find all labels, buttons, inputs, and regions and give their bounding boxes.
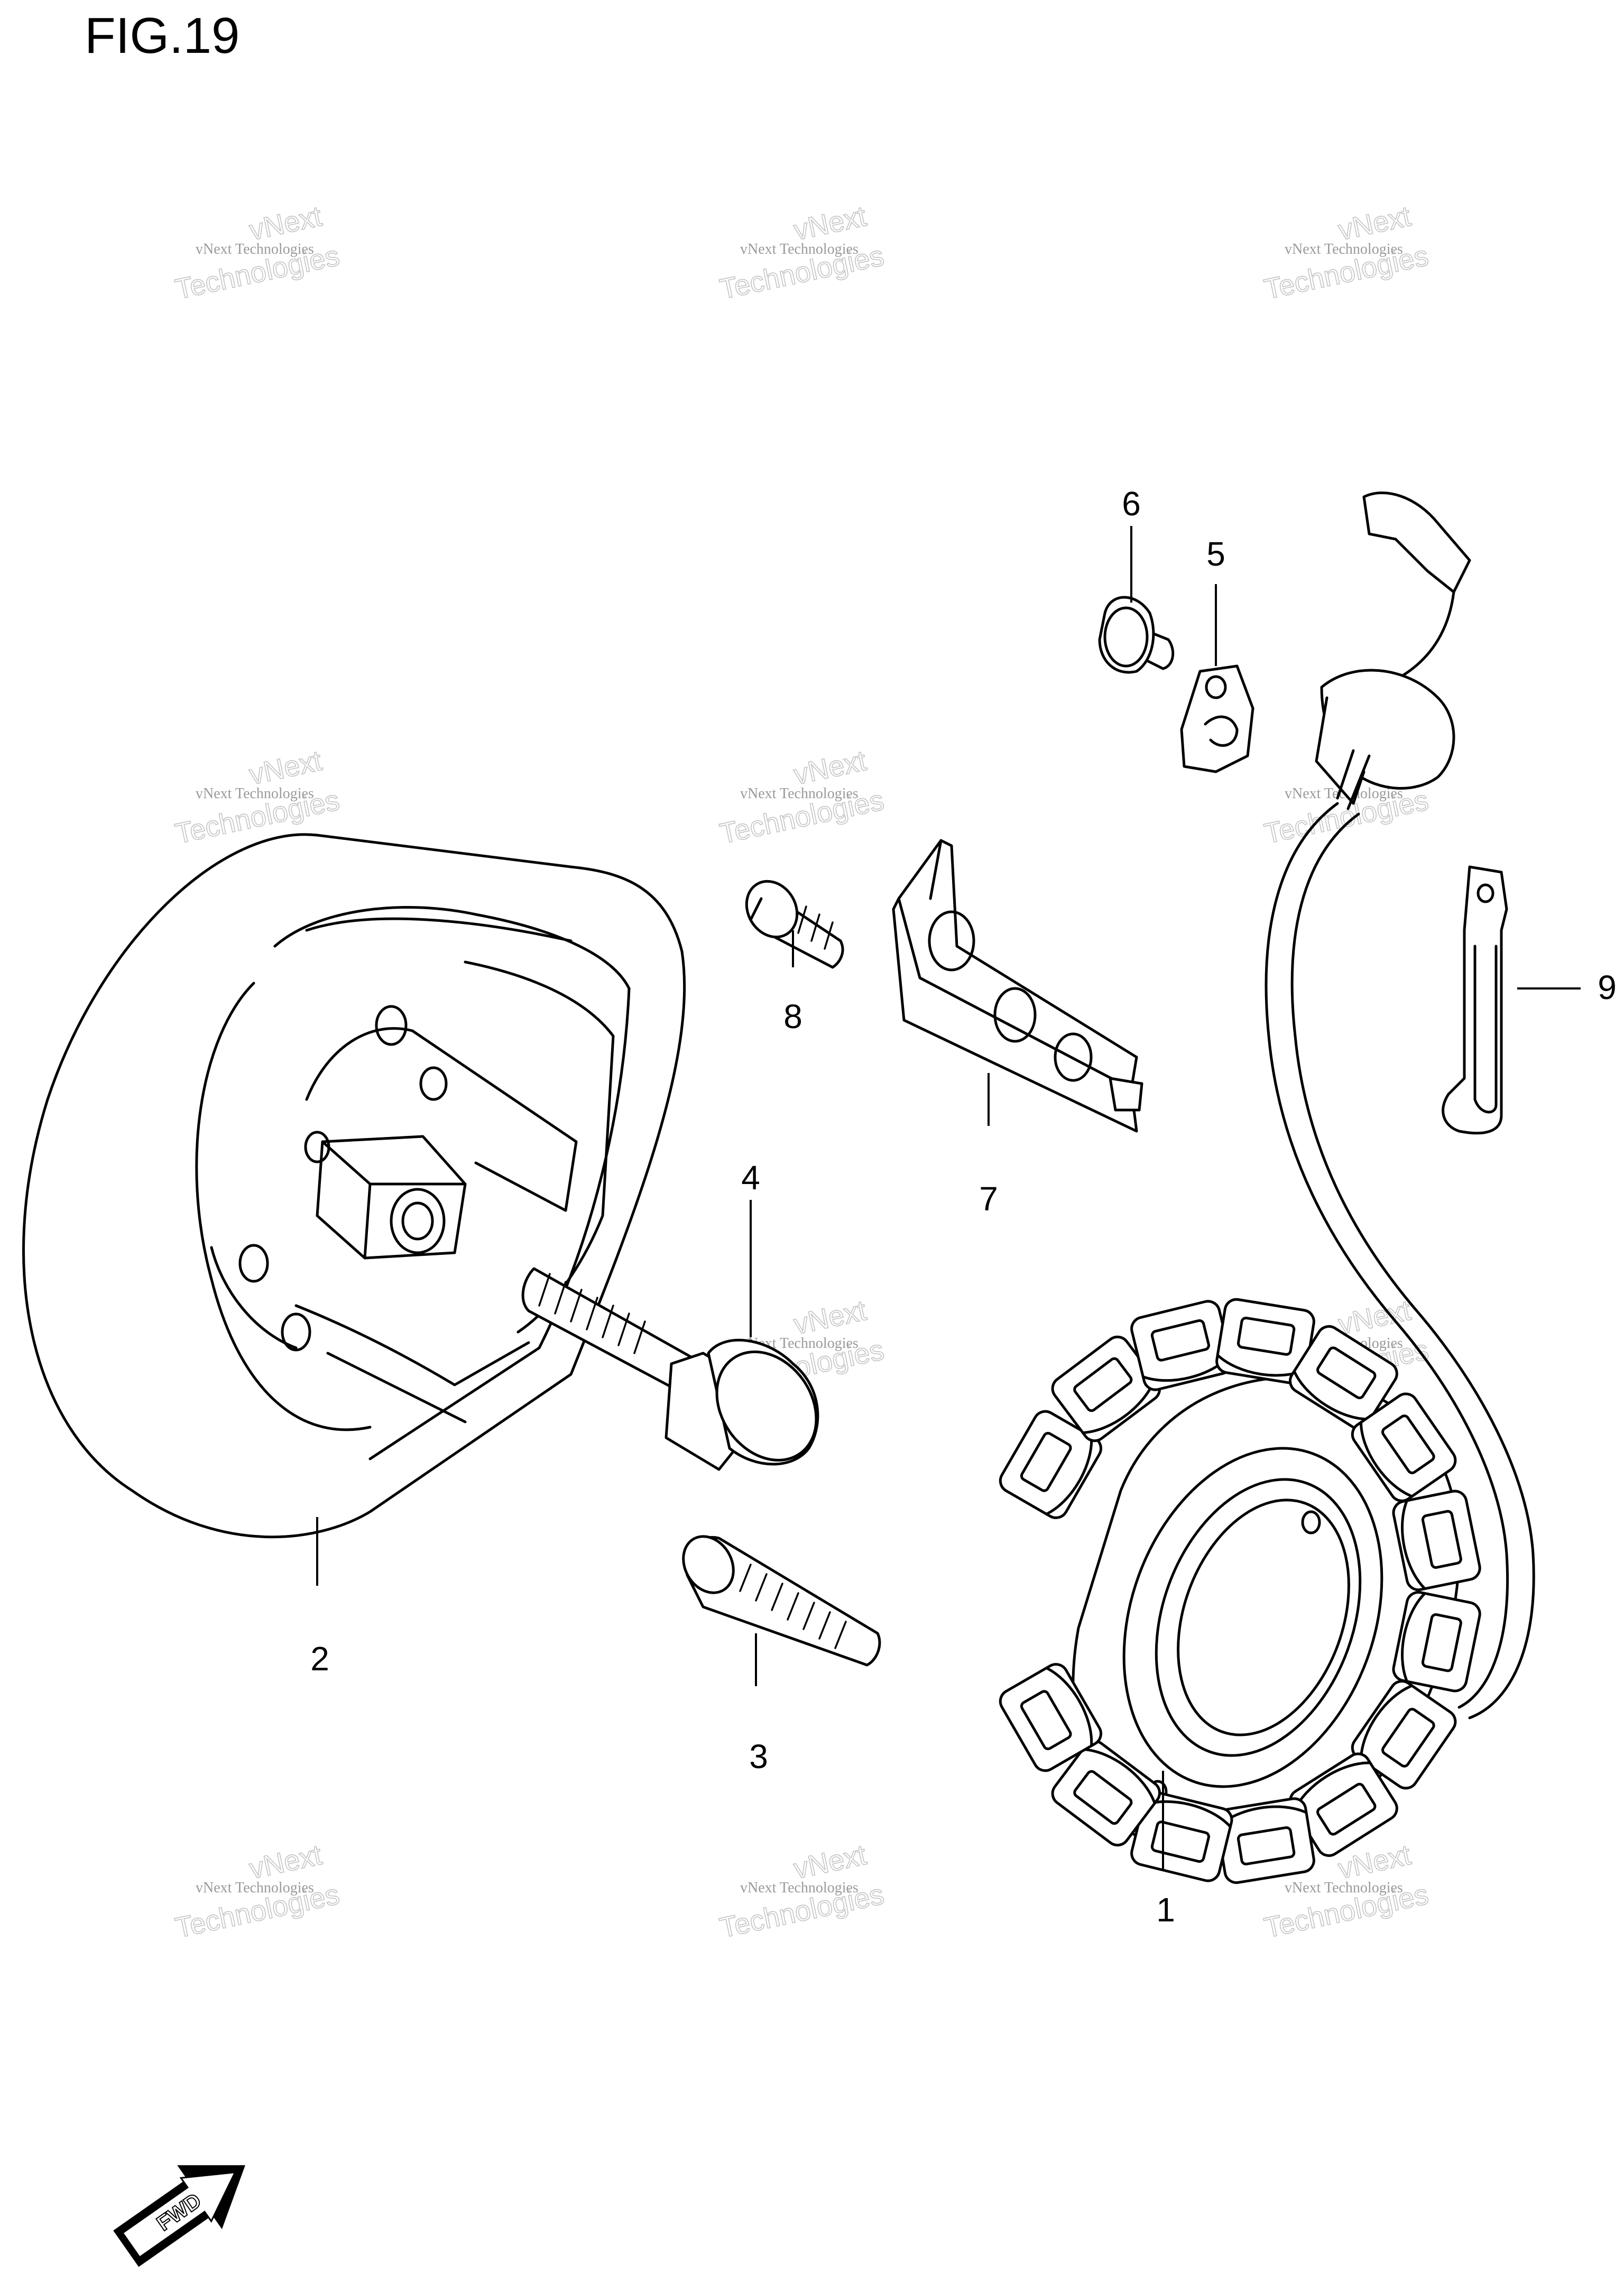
- watermark-small: vNext Technologies: [1285, 241, 1403, 257]
- part-4-bolt: [521, 1267, 819, 1471]
- callout-5: 5: [1206, 535, 1225, 573]
- callout-2: 2: [310, 1640, 329, 1678]
- callout-6: 6: [1122, 485, 1141, 523]
- callout-8: 8: [783, 997, 802, 1035]
- stator-coil: [1215, 1797, 1315, 1884]
- watermark-big-top: vNext: [791, 200, 869, 246]
- callout-labels: 1 2 3 4 5 6 7 8 9: [310, 485, 1617, 1929]
- watermark-small: vNext Technologies: [740, 785, 859, 802]
- watermark-big-top: vNext: [246, 1839, 325, 1885]
- fwd-arrow-icon: FWD: [113, 2165, 245, 2267]
- part-8-screw: [745, 880, 844, 969]
- leader-lines: [316, 526, 1581, 1871]
- watermark-big-top: vNext: [791, 745, 869, 791]
- watermark-big-top: vNext: [246, 200, 325, 246]
- watermark-small: vNext Technologies: [740, 1880, 859, 1896]
- stator-coil: [1051, 1740, 1161, 1847]
- watermark-small: vNext Technologies: [196, 241, 314, 257]
- watermark-small: vNext Technologies: [1285, 1880, 1403, 1896]
- part-6-bolt: [1098, 596, 1175, 674]
- part-5-plate: [1180, 664, 1254, 773]
- stator-coil: [1392, 1591, 1481, 1693]
- watermark-big-top: vNext: [246, 745, 325, 791]
- part-9-clamp: [1442, 865, 1508, 1135]
- callout-1: 1: [1156, 1891, 1175, 1929]
- watermark-big-top: vNext: [1335, 200, 1414, 246]
- watermark-small: vNext Technologies: [196, 785, 314, 802]
- part-1-stator: [999, 1298, 1481, 1884]
- part-3-bolt: [682, 1535, 881, 1667]
- stator-coil: [1288, 1325, 1398, 1430]
- stator-coil: [1351, 1680, 1457, 1790]
- callout-9: 9: [1598, 968, 1617, 1006]
- watermark-big-top: vNext: [1335, 1294, 1414, 1340]
- callout-4: 4: [741, 1159, 760, 1197]
- watermark-small: vNext Technologies: [196, 1880, 314, 1896]
- figure-title: FIG.19: [85, 7, 239, 64]
- watermark-big-top: vNext: [791, 1294, 869, 1340]
- watermark-small: vNext Technologies: [740, 241, 859, 257]
- callout-7: 7: [979, 1180, 998, 1218]
- wire-harness: [1265, 491, 1535, 1719]
- part-7-bracket: [892, 839, 1143, 1133]
- stator-coil: [1351, 1392, 1457, 1502]
- part-2-rotor: [22, 833, 686, 1539]
- stator-coil: [1392, 1490, 1481, 1592]
- watermark-big-top: vNext: [791, 1839, 869, 1885]
- stator-coil: [999, 1663, 1102, 1772]
- stator-coil: [1288, 1752, 1398, 1857]
- stator-coil: [999, 1410, 1102, 1519]
- callout-3: 3: [749, 1737, 768, 1776]
